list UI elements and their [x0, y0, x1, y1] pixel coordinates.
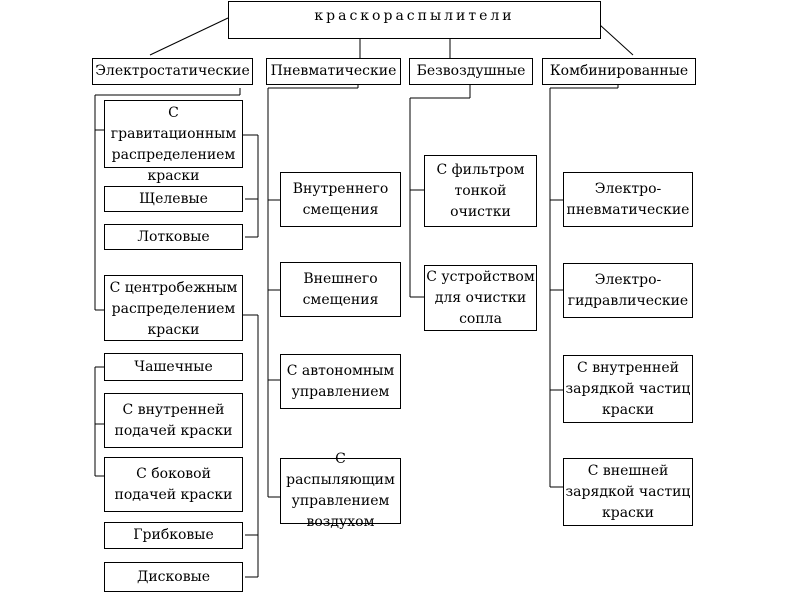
category-airless: Безвоздушные: [409, 58, 533, 85]
item-internal-feed: С внутренней подачей краски: [104, 393, 243, 448]
item-external-charging: С внешней зарядкой частиц краски: [563, 458, 693, 526]
item-air-control: С распыляющим управлением воздухом: [280, 451, 401, 530]
item-trough: Лотковые: [104, 224, 243, 250]
item-autonomous-control: С автономным управлением: [280, 354, 401, 409]
item-disk: Дисковые: [104, 562, 243, 592]
root-node: краскораспылители: [228, 1, 601, 39]
item-external-mixing: Внешнего смещения: [280, 262, 401, 317]
category-combined: Комбинированные: [542, 58, 696, 85]
group-centrifugal: С центробежным распределением краски: [104, 275, 243, 341]
item-nozzle-cleaning: С устройством для очистки сопла: [424, 265, 537, 331]
category-pneumatic: Пневматические: [266, 58, 401, 85]
item-internal-mixing: Внутреннего смещения: [280, 172, 401, 227]
item-fine-filter: С фильтром тонкой очистки: [424, 155, 537, 227]
item-side-feed: С боковой подачей краски: [104, 457, 243, 512]
item-mushroom: Грибковые: [104, 522, 243, 549]
category-electrostatic: Электростатические: [92, 58, 253, 85]
item-internal-charging: С внутренней зарядкой частиц краски: [563, 355, 693, 423]
item-electro-pneumatic: Электро-пневматические: [563, 172, 693, 227]
group-gravitational: С гравитационным распределением краски: [104, 100, 243, 184]
connector-root-electro: [149, 17, 229, 56]
item-cup: Чашечные: [104, 353, 243, 381]
connector-root-combined: [599, 24, 634, 56]
item-electro-hydraulic: Электро-гидравлические: [563, 263, 693, 318]
item-slotted: Щелевые: [104, 186, 243, 212]
